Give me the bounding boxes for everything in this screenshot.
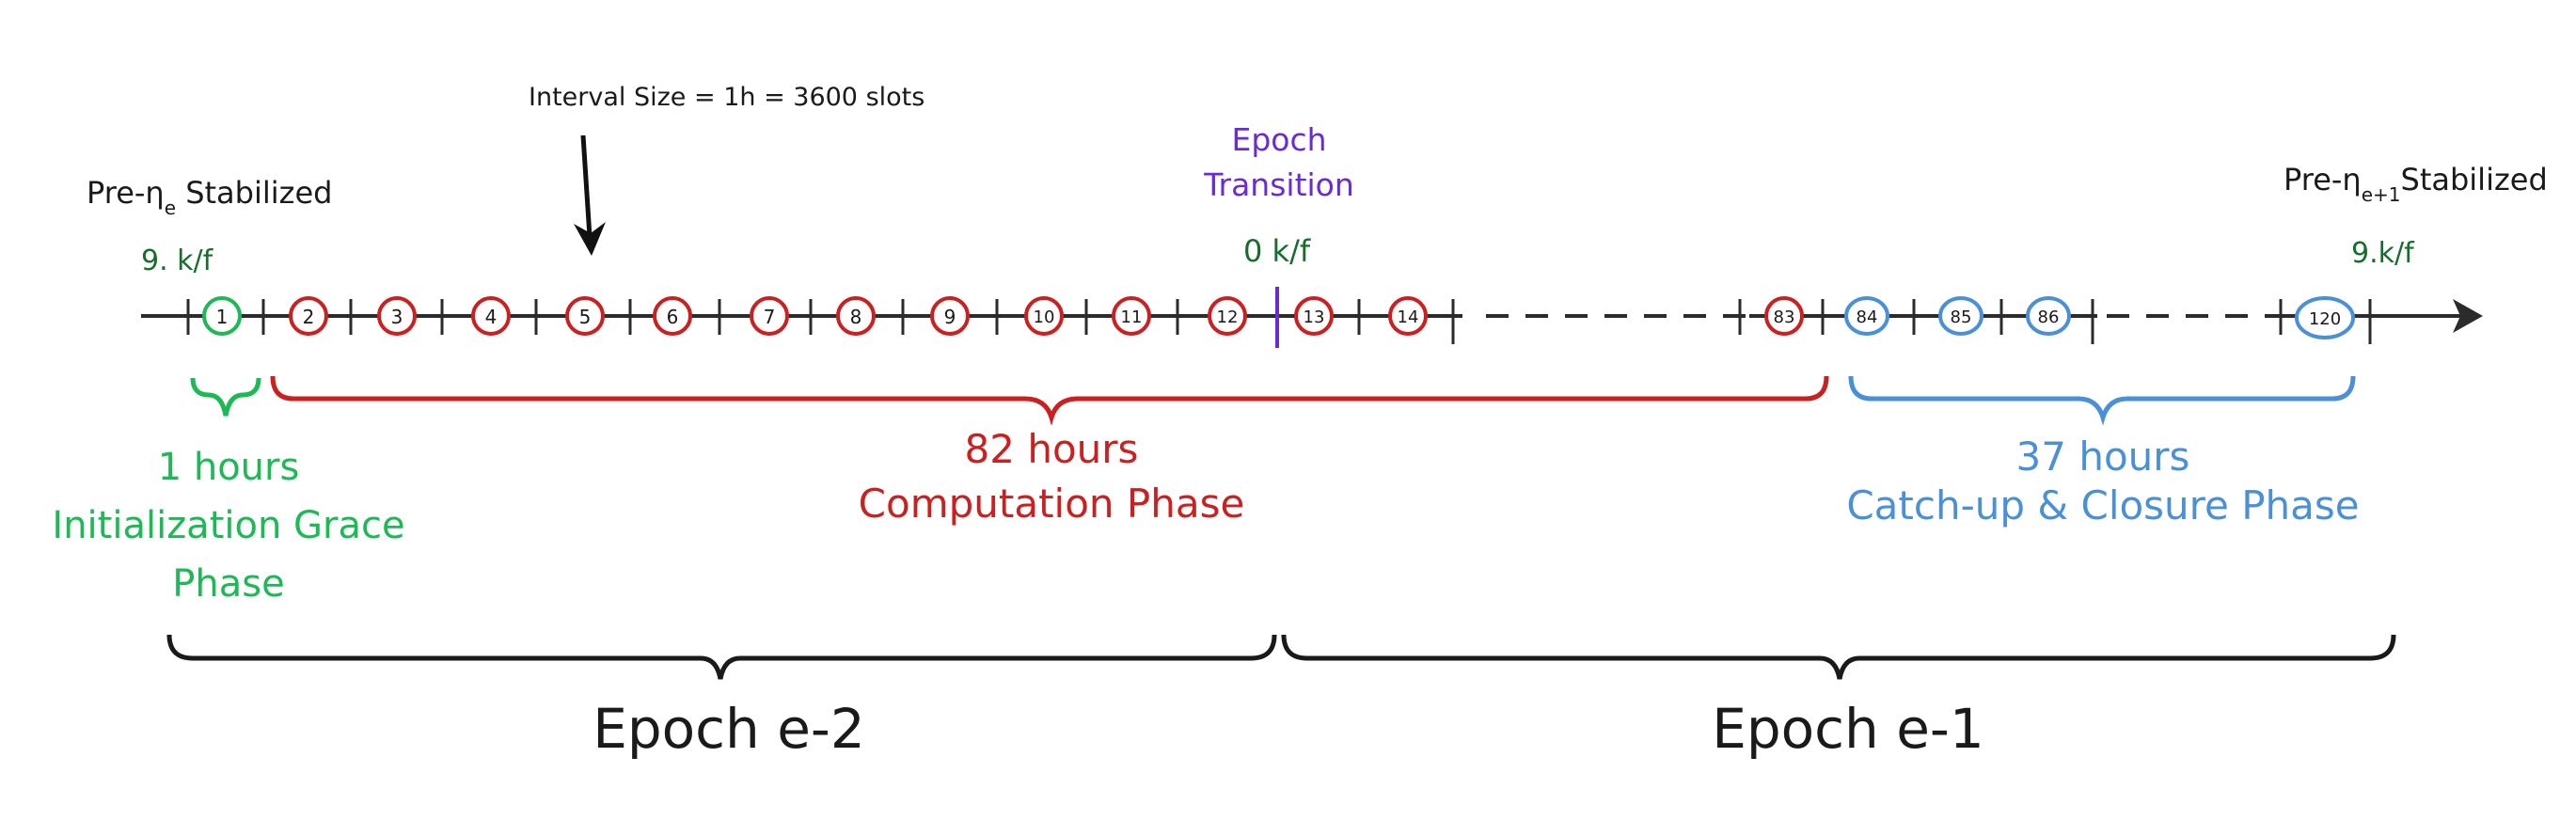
slot-label-6: 6 <box>667 306 679 328</box>
slot-label-1: 1 <box>216 306 229 328</box>
slot-green: 1 <box>202 296 242 336</box>
axis-arrow-icon <box>2453 299 2483 333</box>
grace-name-line2: Phase <box>172 562 284 606</box>
slot-3: 3 <box>377 296 417 336</box>
catchup-phase-brace <box>1848 375 2356 426</box>
slot-label-3: 3 <box>391 306 403 328</box>
epoch-right-label: Epoch e-1 <box>1712 697 1984 761</box>
slot-13: 13 <box>1294 296 1334 336</box>
pre-stabilized-left: Pre-ηe Stabilized <box>87 175 332 219</box>
grace-name-line1: Initialization Grace <box>52 504 404 547</box>
epoch-right-brace <box>1281 634 2396 680</box>
slot-12: 12 <box>1208 296 1247 336</box>
slot-label-84: 84 <box>1857 308 1878 327</box>
kf-left: 9. k/f <box>141 244 214 277</box>
interval-size-label: Interval Size = 1h = 3600 slots <box>529 83 925 112</box>
slot-label-2: 2 <box>303 306 315 328</box>
slot-5: 5 <box>565 296 605 336</box>
slot-11: 11 <box>1112 296 1151 336</box>
slot-label-5: 5 <box>579 306 592 328</box>
catchup-hours: 37 hours <box>2016 434 2190 480</box>
slot-label-9: 9 <box>944 306 956 328</box>
slot-10: 10 <box>1024 296 1064 336</box>
slot-circle-1 <box>202 296 242 336</box>
slot-85: 85 <box>1938 296 1983 336</box>
slot-83: 83 <box>1764 296 1804 336</box>
epoch-left-brace <box>166 634 1277 680</box>
slots-blue: 84 85 86 120 <box>1844 296 2355 339</box>
grace-hours: 1 hours <box>158 446 300 489</box>
slot-label-8: 8 <box>850 306 862 328</box>
grace-phase-brace <box>190 377 261 417</box>
slot-label-10: 10 <box>1034 308 1055 327</box>
slot-8: 8 <box>836 296 876 336</box>
slot-4: 4 <box>471 296 511 336</box>
slot-6: 6 <box>653 296 692 336</box>
slot-label-12: 12 <box>1217 308 1239 327</box>
slot-label-14: 14 <box>1398 308 1419 327</box>
pre-stabilized-right: Pre-ηe+1Stabilized <box>2284 162 2548 206</box>
interval-arrow-shaft <box>580 134 593 238</box>
slot-84: 84 <box>1844 296 1889 336</box>
slot-14: 14 <box>1388 296 1428 336</box>
slot-120: 120 <box>2295 296 2355 339</box>
epoch-transition-line1: Epoch <box>1231 121 1326 158</box>
slot-86: 86 <box>2026 296 2071 336</box>
slot-9: 9 <box>930 296 970 336</box>
computation-hours: 82 hours <box>965 426 1139 472</box>
slot-label-85: 85 <box>1951 308 1972 327</box>
slot-label-4: 4 <box>485 306 498 328</box>
kf-mid: 0 k/f <box>1243 233 1311 269</box>
epoch-transition-line2: Transition <box>1203 166 1354 203</box>
epoch-left-label: Epoch e-2 <box>593 697 865 761</box>
slot-label-13: 13 <box>1304 308 1325 327</box>
down-arrow-icon <box>574 222 606 256</box>
slot-label-7: 7 <box>764 306 776 328</box>
slots-red: 2 3 4 5 6 7 8 9 10 11 12 13 14 83 <box>289 296 1804 336</box>
tick-marks <box>186 299 2372 344</box>
slot-label-11: 11 <box>1121 308 1143 327</box>
slot-label-120: 120 <box>2309 309 2341 329</box>
computation-name: Computation Phase <box>859 481 1245 527</box>
kf-right: 9.k/f <box>2351 237 2415 270</box>
slot-label-83: 83 <box>1774 308 1795 327</box>
slot-7: 7 <box>750 296 789 336</box>
catchup-name: Catch-up & Closure Phase <box>1846 482 2359 528</box>
computation-phase-brace <box>270 375 1829 426</box>
slot-label-86: 86 <box>2038 308 2060 327</box>
slot-2: 2 <box>289 296 328 336</box>
